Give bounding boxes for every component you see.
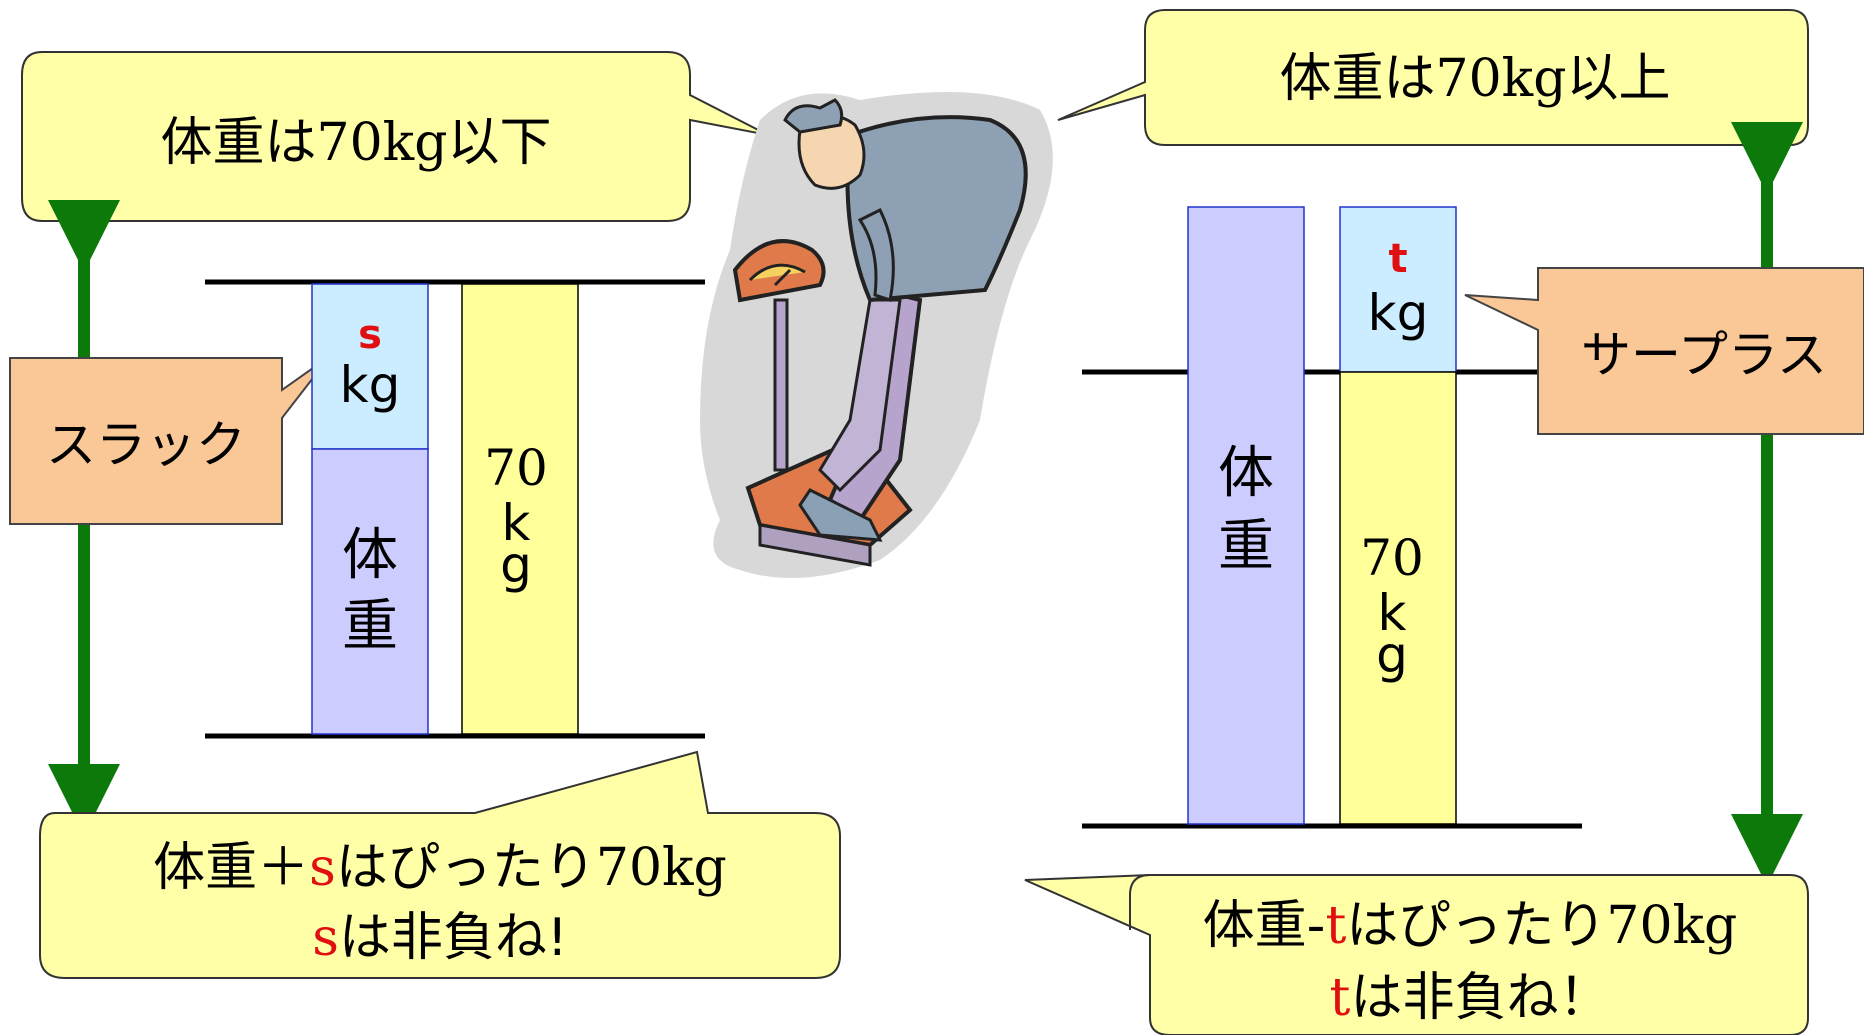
surplus-unit-label: kg bbox=[1368, 284, 1429, 342]
right-weight-box bbox=[1187, 206, 1305, 825]
left-bottom-callout: 体重＋sはぴったり70kg sは非負ね! bbox=[39, 750, 841, 979]
left-top-callout-text: 体重は70kg以下 bbox=[161, 113, 552, 173]
right-k-text: k bbox=[1378, 584, 1407, 642]
right-top-callout-text: 体重は70kg以上 bbox=[1280, 49, 1671, 109]
right-bottom-line2: tは非負ね！ bbox=[1330, 968, 1611, 1028]
right-weight-char-1: 体 bbox=[1218, 441, 1274, 506]
slack-var-label: s bbox=[358, 312, 382, 358]
man-on-scale-icon bbox=[700, 92, 1053, 578]
surplus-var-label: t bbox=[1388, 236, 1407, 282]
left-weight-box bbox=[311, 448, 429, 735]
right-bottom-line1: 体重-tはぴったり70kg bbox=[1203, 896, 1738, 956]
surplus-label: サープラス bbox=[1464, 267, 1864, 435]
right-g-text: g bbox=[1376, 626, 1408, 684]
slack-label-text: スラック bbox=[46, 416, 246, 474]
right-bottom-callout: 体重-tはぴったり70kg tは非負ね！ bbox=[1024, 874, 1809, 1035]
left-bottom-line1: 体重＋sはぴったり70kg bbox=[153, 838, 727, 898]
left-70-text: 70 bbox=[484, 439, 548, 497]
left-g-text: g bbox=[500, 536, 532, 594]
left-bottom-line2: sは非負ね! bbox=[312, 908, 568, 968]
right-top-callout: 体重は70kg以上 bbox=[1057, 9, 1809, 146]
surplus-box bbox=[1339, 206, 1457, 373]
left-weight-char-1: 体 bbox=[342, 523, 398, 588]
left-top-callout: 体重は70kg以下 bbox=[21, 51, 769, 222]
left-70kg-box bbox=[461, 283, 579, 735]
right-70-text: 70 bbox=[1360, 529, 1424, 587]
right-70kg-box bbox=[1339, 371, 1457, 825]
right-weight-char-2: 重 bbox=[1218, 514, 1274, 579]
left-weight-char-2: 重 bbox=[342, 594, 398, 659]
slack-box bbox=[311, 283, 429, 450]
left-k-text: k bbox=[502, 494, 531, 552]
surplus-label-text: サープラス bbox=[1581, 326, 1827, 384]
slack-unit-label: kg bbox=[340, 356, 401, 414]
slack-label: スラック bbox=[9, 355, 331, 525]
